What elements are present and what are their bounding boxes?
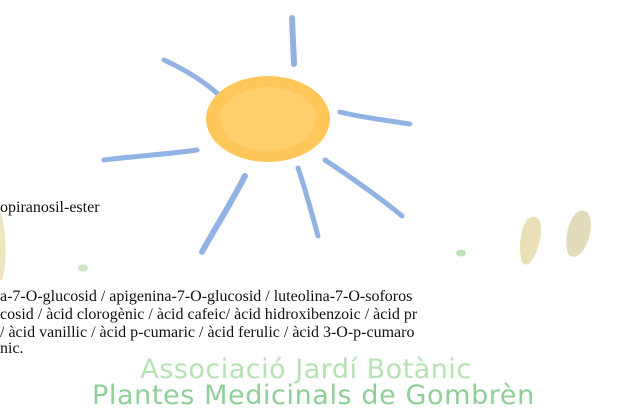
association-name-line-1: Associació Jardí Botànic [140,354,472,385]
compound-text-line-2: a-7-O-glucosid / apigenina-7-O-glucosid … [0,288,413,305]
compound-text-line-4: / àcid vanillic / àcid p-cumaric / àcid … [0,324,415,341]
association-name-line-2: Plantes Medicinals de Gombrèn [92,380,535,411]
compound-text-line-1: opiranosil-ester [0,199,100,216]
compound-text-line-5: nic. [0,340,24,357]
compound-text-line-3: cosid / àcid clorogènic / àcid cafeic/ à… [0,306,418,323]
